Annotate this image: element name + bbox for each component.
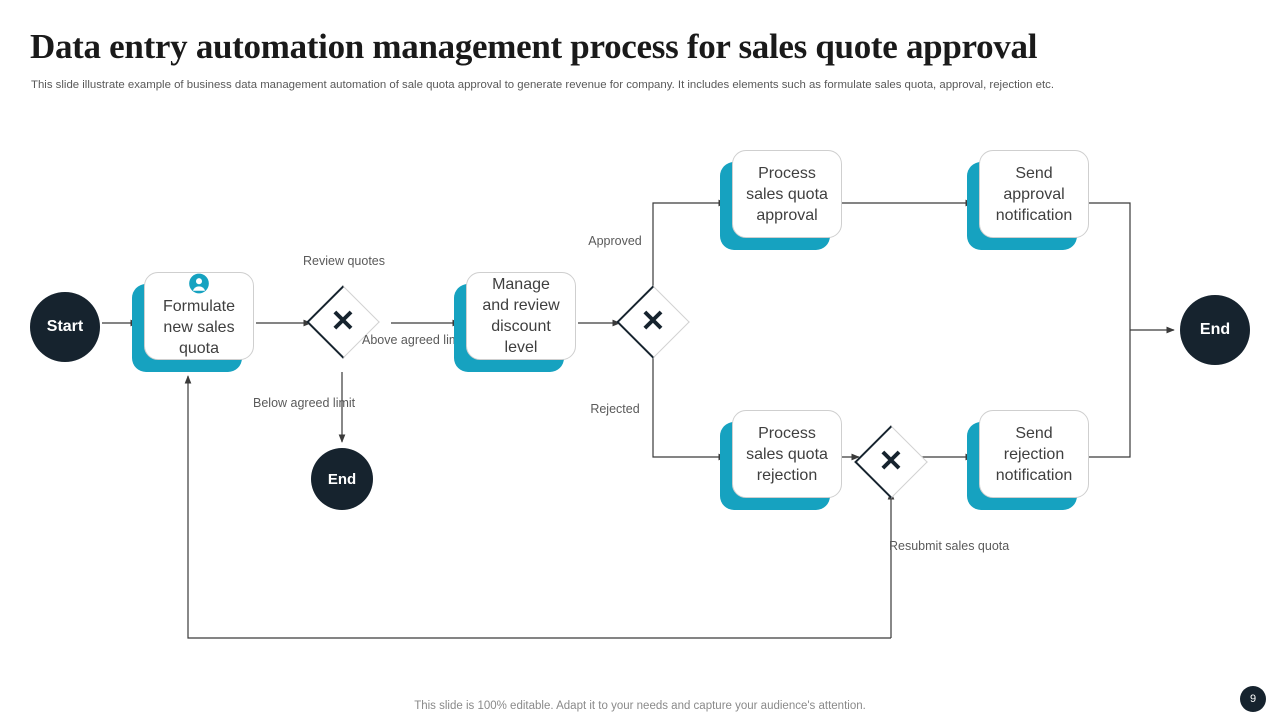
node-send-rejection-notification[interactable]: Send rejection notification bbox=[967, 410, 1089, 510]
user-avatar-icon bbox=[189, 273, 209, 294]
edge-send-approval-to-end bbox=[1089, 202, 1131, 330]
edge-label-approved: Approved bbox=[588, 234, 642, 248]
node-end-right[interactable]: End bbox=[1180, 295, 1250, 365]
card-body: Send rejection notification bbox=[979, 410, 1089, 498]
page-title: Data entry automation management process… bbox=[30, 27, 1038, 66]
card-body: Manage and review discount level bbox=[466, 272, 576, 360]
card-body: Send approval notification bbox=[979, 150, 1089, 238]
node-label: Send approval notification bbox=[995, 164, 1073, 224]
node-start-label: Start bbox=[46, 318, 84, 335]
edge-label-below-agreed-limit: Below agreed limit bbox=[253, 396, 356, 410]
node-end-below-label: End bbox=[327, 470, 357, 488]
node-label: Process sales quota rejection bbox=[746, 424, 828, 484]
card-body: Formulate new sales quota bbox=[144, 272, 254, 360]
edge-send-rejection-to-end bbox=[1089, 330, 1131, 458]
node-formulate-new-sales-quota[interactable]: Formulate new sales quota bbox=[132, 272, 254, 372]
node-end-right-label: End bbox=[1199, 321, 1231, 338]
node-start[interactable]: Start bbox=[30, 292, 100, 362]
edge-label-review-quotes: Review quotes bbox=[303, 254, 385, 268]
footer-note: This slide is 100% editable. Adapt it to… bbox=[414, 700, 866, 712]
edge-discount-to-approval bbox=[652, 199, 727, 294]
node-label: Manage and review discount level bbox=[482, 276, 560, 356]
flow-connector-layer bbox=[102, 199, 1175, 639]
edge-label-resubmit-sales-quota: Resubmit sales quota bbox=[889, 539, 1010, 553]
edge-label-above-agreed-limit: Above agreed limit bbox=[362, 333, 466, 347]
node-label: Send rejection notification bbox=[995, 424, 1073, 484]
node-label: Formulate new sales quota bbox=[162, 298, 236, 357]
page-subtitle: This slide illustrate example of busines… bbox=[31, 79, 1054, 91]
node-process-sales-quota-rejection[interactable]: Process sales quota rejection bbox=[720, 410, 842, 510]
card-body: Process sales quota rejection bbox=[732, 410, 842, 498]
node-process-sales-quota-approval[interactable]: Process sales quota approval bbox=[720, 150, 842, 250]
card-body: Process sales quota approval bbox=[732, 150, 842, 238]
node-end-below-limit[interactable]: End bbox=[311, 448, 373, 510]
edge-loopback-trunk bbox=[184, 375, 891, 639]
node-manage-review-discount-level[interactable]: Manage and review discount level bbox=[454, 272, 576, 372]
node-label: Process sales quota approval bbox=[746, 164, 828, 224]
page-number-badge: 9 bbox=[1240, 686, 1266, 712]
process-flow-diagram: Start Formulate new sales quota ✕ Review… bbox=[0, 110, 1280, 690]
node-send-approval-notification[interactable]: Send approval notification bbox=[967, 150, 1089, 250]
edge-discount-to-rejection bbox=[652, 352, 727, 461]
edge-label-rejected: Rejected bbox=[590, 402, 640, 416]
